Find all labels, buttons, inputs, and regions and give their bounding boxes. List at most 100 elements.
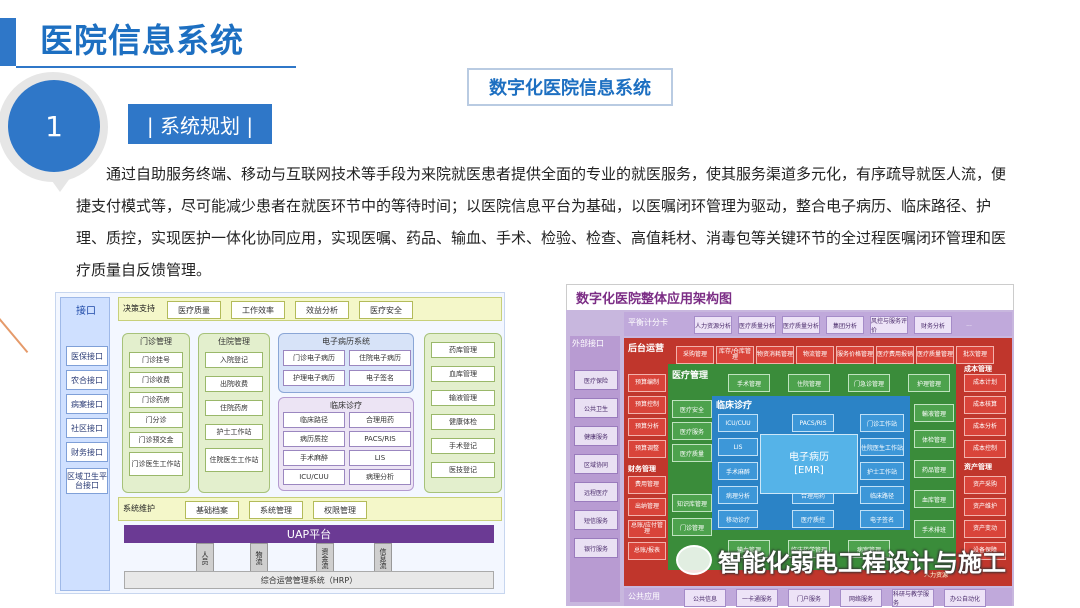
- port-box: 区域卫生平台接口: [66, 468, 108, 494]
- diagram-subtitle: 数字化医院信息系统: [467, 68, 673, 106]
- finance-item: 费用管理: [628, 476, 666, 494]
- back-office-item: 医疗费用报销: [876, 346, 914, 364]
- group-title: 电子病历系统: [322, 337, 370, 346]
- budget-item: 预算分析: [628, 418, 666, 436]
- watermark-text: 智能化弱电工程设计与施工: [718, 548, 1006, 577]
- clinical-item: 病理分析: [349, 469, 411, 485]
- finance-title: 财务管理: [628, 465, 656, 473]
- public-item: 门户服务: [788, 589, 830, 607]
- clinical-title: 临床诊疗: [716, 401, 753, 411]
- medical-item: 手术排班: [914, 520, 954, 538]
- group-item: 门诊挂号: [129, 352, 183, 368]
- group-item: 入院登记: [205, 352, 263, 368]
- medical-item: 药品管理: [914, 460, 954, 478]
- public-application-bar: 公共应用 公共信息 一卡通服务 门户服务 网络服务 科研与教学服务 办公自动化: [624, 588, 1012, 607]
- outpatient-group: 门诊管理 门诊挂号 门诊收费 门诊药房 门分诊 门诊预交金 门诊医生工作站: [122, 333, 190, 493]
- budget-item: 预算控制: [628, 396, 666, 414]
- clinical-item: ICU/CUU: [283, 469, 345, 485]
- cost-item: 成本控制: [964, 440, 1006, 458]
- cost-item: 成本分析: [964, 418, 1006, 436]
- decision-item: 医疗质量: [167, 301, 221, 319]
- hr-label: 人力资源: [924, 572, 949, 579]
- finance-item: 总账/报表: [628, 542, 666, 560]
- clinical-item: 住院医生工作站: [860, 438, 904, 456]
- hrp-bar: 综合运营管理系统（HRP）: [124, 571, 494, 589]
- cost-title: 成本管理: [964, 365, 992, 373]
- clinical-item: 临床路径: [283, 412, 345, 428]
- finance-item: 总账/应付管理: [628, 520, 666, 538]
- group-title: 临床诊疗: [330, 401, 362, 410]
- medical-item: 输血管理: [728, 540, 770, 558]
- decorative-line: [0, 318, 29, 353]
- decision-item: 工作效率: [231, 301, 285, 319]
- emr-item: 住院电子病历: [349, 350, 411, 366]
- clinical-item: 医疗质控: [792, 510, 834, 528]
- back-office-item: 库存/仓库管理: [716, 346, 754, 364]
- clinical-item: ICU/CUU: [718, 414, 758, 432]
- scorecard-item: 人力资源分析: [694, 316, 732, 334]
- body-paragraph: 通过自助服务终端、移动与互联网技术等手段为来院就医患者提供全面的专业的就医服务，…: [76, 165, 1007, 279]
- port-box: 医保接口: [66, 346, 108, 366]
- clinical-item: LIS: [718, 438, 758, 456]
- public-item: 一卡通服务: [736, 589, 778, 607]
- medical-item: 手术管理: [728, 374, 770, 392]
- group-item: 门诊收费: [129, 372, 183, 388]
- external-port: 远程医疗: [574, 482, 618, 502]
- clinical-item: 护士工作站: [860, 462, 904, 480]
- budget-item: 预算调整: [628, 440, 666, 458]
- asset-item: 资产维护: [964, 498, 1006, 516]
- emr-core-box: 电子病历 [EMR]: [760, 434, 858, 494]
- clinical-item: 合理用药: [349, 412, 411, 428]
- group-item: 护士工作站: [205, 424, 263, 440]
- external-interface-title: 外部接口: [572, 339, 604, 348]
- external-port: 短信服务: [574, 510, 618, 530]
- interface-column: 接口 医保接口 农合接口 病案接口 社区接口 财务接口 区域卫生平台接口: [60, 297, 110, 591]
- medical-item: 医疗质量: [672, 444, 712, 462]
- scorecard-more: ...: [966, 320, 972, 328]
- external-port: 医疗保险: [574, 370, 618, 390]
- emr-item: 护理电子病历: [283, 370, 345, 386]
- header-underline: [16, 66, 296, 68]
- port-box: 社区接口: [66, 418, 108, 438]
- medical-item: 医疗服务: [672, 422, 712, 440]
- flow-arrow: 信息流: [374, 543, 392, 573]
- support-group: 药库管理 血库管理 输液管理 健康体检 手术登记 医技登记: [424, 333, 502, 493]
- clinical-item: 门诊工作站: [860, 414, 904, 432]
- external-interface-column: 外部接口 医疗保险 公共卫生 健康服务 区域协同 远程医疗 短信服务 银行服务: [570, 336, 620, 602]
- finance-item: 出纳管理: [628, 498, 666, 516]
- public-item: 网络服务: [840, 589, 882, 607]
- scorecard-item: 财务分析: [914, 316, 952, 334]
- medical-item: 知识库管理: [672, 494, 712, 512]
- decision-support-bar: 决策支持 医疗质量 工作效率 效益分析 医疗安全: [118, 297, 502, 321]
- group-item: 门分诊: [129, 412, 183, 428]
- asset-title: 资产管理: [964, 463, 992, 471]
- medical-title: 医疗管理: [672, 371, 709, 381]
- maintenance-item: 系统管理: [249, 501, 303, 519]
- scorecard-item: 风控与服务评价: [870, 316, 908, 334]
- watermark: 智能化弱电工程设计与施工: [676, 542, 1006, 578]
- group-title: 门诊管理: [140, 337, 172, 346]
- medical-item: 临床药学管理: [788, 540, 830, 558]
- clinical-item: 病历质控: [283, 431, 345, 447]
- maintenance-title: 系统维护: [123, 504, 155, 513]
- external-port: 公共卫生: [574, 398, 618, 418]
- decision-item: 效益分析: [295, 301, 349, 319]
- public-item: 科研与教学服务: [892, 589, 934, 607]
- external-port: 健康服务: [574, 426, 618, 446]
- clinical-item: PACS/RIS: [792, 414, 834, 432]
- back-office-item: 批次管理: [956, 346, 994, 364]
- flow-arrow: 资金流: [316, 543, 334, 573]
- external-port: 银行服务: [574, 538, 618, 558]
- budget-item: 预算编制: [628, 374, 666, 392]
- back-office-item: 医疗质量管理: [916, 346, 954, 364]
- back-office-item: 物流管理: [796, 346, 834, 364]
- group-title: 住院管理: [218, 337, 250, 346]
- port-box: 农合接口: [66, 370, 108, 390]
- flow-arrow: 人员: [196, 543, 214, 573]
- medical-item: 病案管理: [848, 540, 890, 558]
- flow-arrow: 物流: [250, 543, 268, 573]
- group-item: 药库管理: [431, 342, 495, 358]
- group-item: 输液管理: [431, 390, 495, 406]
- asset-item: 资产变动: [964, 520, 1006, 538]
- his-architecture-diagram: 接口 医保接口 农合接口 病案接口 社区接口 财务接口 区域卫生平台接口 决策支…: [55, 292, 505, 594]
